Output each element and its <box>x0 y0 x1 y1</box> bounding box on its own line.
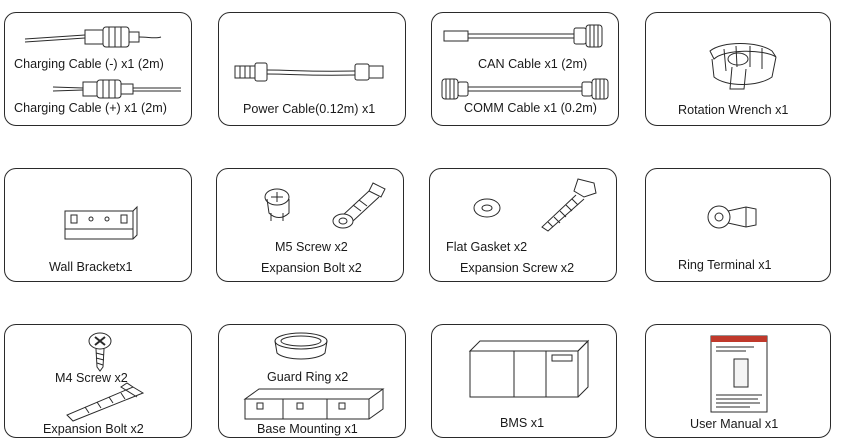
m4-screw-label: M4 Screw x2 <box>55 371 128 385</box>
item-card-wall-bracket: Wall Bracketx1 <box>4 168 192 282</box>
wall-bracket-icon <box>63 207 139 243</box>
expansion-bolt-icon <box>329 181 387 229</box>
comm-cable-label: COMM Cable x1 (0.2m) <box>464 101 597 115</box>
item-card-user-manual: User Manual x1 <box>645 324 831 438</box>
base-mounting-label: Base Mounting x1 <box>257 422 358 436</box>
item-card-can-comm-cables: CAN Cable x1 (2m) COMM Cable x1 (0.2m) <box>431 12 619 126</box>
user-manual-icon <box>710 335 768 413</box>
m5-screw-label: M5 Screw x2 <box>275 240 348 254</box>
rotation-wrench-label: Rotation Wrench x1 <box>678 103 789 117</box>
item-card-ring-terminal: Ring Terminal x1 <box>645 168 831 282</box>
base-mounting-icon <box>243 387 385 423</box>
ring-terminal-icon <box>706 201 760 231</box>
can-cable-label: CAN Cable x1 (2m) <box>478 57 588 71</box>
wall-bracket-label: Wall Bracketx1 <box>49 260 133 274</box>
bms-unit-icon <box>468 339 590 399</box>
charging-cable-negative-icon <box>23 23 163 51</box>
user-manual-label: User Manual x1 <box>690 417 779 431</box>
guard-ring-label: Guard Ring x2 <box>267 370 349 384</box>
flat-gasket-label: Flat Gasket x2 <box>446 240 528 254</box>
expansion-bolt-label: Expansion Bolt x2 <box>261 261 362 275</box>
item-card-charging-cables: Charging Cable (-) x1 (2m) Charging Cabl… <box>4 12 192 126</box>
item-card-guard-ring-base-mounting: Guard Ring x2 Base Mounting x1 <box>218 324 406 438</box>
item-card-flat-gasket-expansion-screw: Flat Gasket x2 Expansion Screw x2 <box>429 168 617 282</box>
power-cable-label: Power Cable(0.12m) x1 <box>243 102 376 116</box>
charging-cable-positive-label: Charging Cable (+) x1 (2m) <box>14 101 167 115</box>
guard-ring-icon <box>271 331 331 363</box>
item-card-bms: BMS x1 <box>431 324 617 438</box>
charging-cable-negative-label: Charging Cable (-) x1 (2m) <box>14 57 164 71</box>
item-card-m5-screw-expansion-bolt: M5 Screw x2 Expansion Bolt x2 <box>216 168 404 282</box>
item-card-power-cable: Power Cable(0.12m) x1 <box>218 12 406 126</box>
power-cable-icon <box>235 57 385 87</box>
rotation-wrench-icon <box>702 37 782 93</box>
item-card-rotation-wrench: Rotation Wrench x1 <box>645 12 831 126</box>
comm-cable-icon <box>442 75 610 103</box>
m5-screw-icon <box>261 187 295 223</box>
expansion-bolt-anchor-icon <box>61 383 147 423</box>
m4-screw-icon <box>87 331 113 371</box>
item-card-m4-screw-expansion-bolt: M4 Screw x2 Expansion Bolt x2 <box>4 324 192 438</box>
flat-gasket-icon <box>472 197 502 219</box>
ring-terminal-label: Ring Terminal x1 <box>678 258 772 272</box>
expansion-bolt-anchor-label: Expansion Bolt x2 <box>43 422 144 436</box>
charging-cable-positive-icon <box>53 77 183 101</box>
expansion-screw-icon <box>538 177 600 233</box>
bms-label: BMS x1 <box>500 416 545 430</box>
can-cable-icon <box>444 23 604 49</box>
expansion-screw-label: Expansion Screw x2 <box>460 261 575 275</box>
